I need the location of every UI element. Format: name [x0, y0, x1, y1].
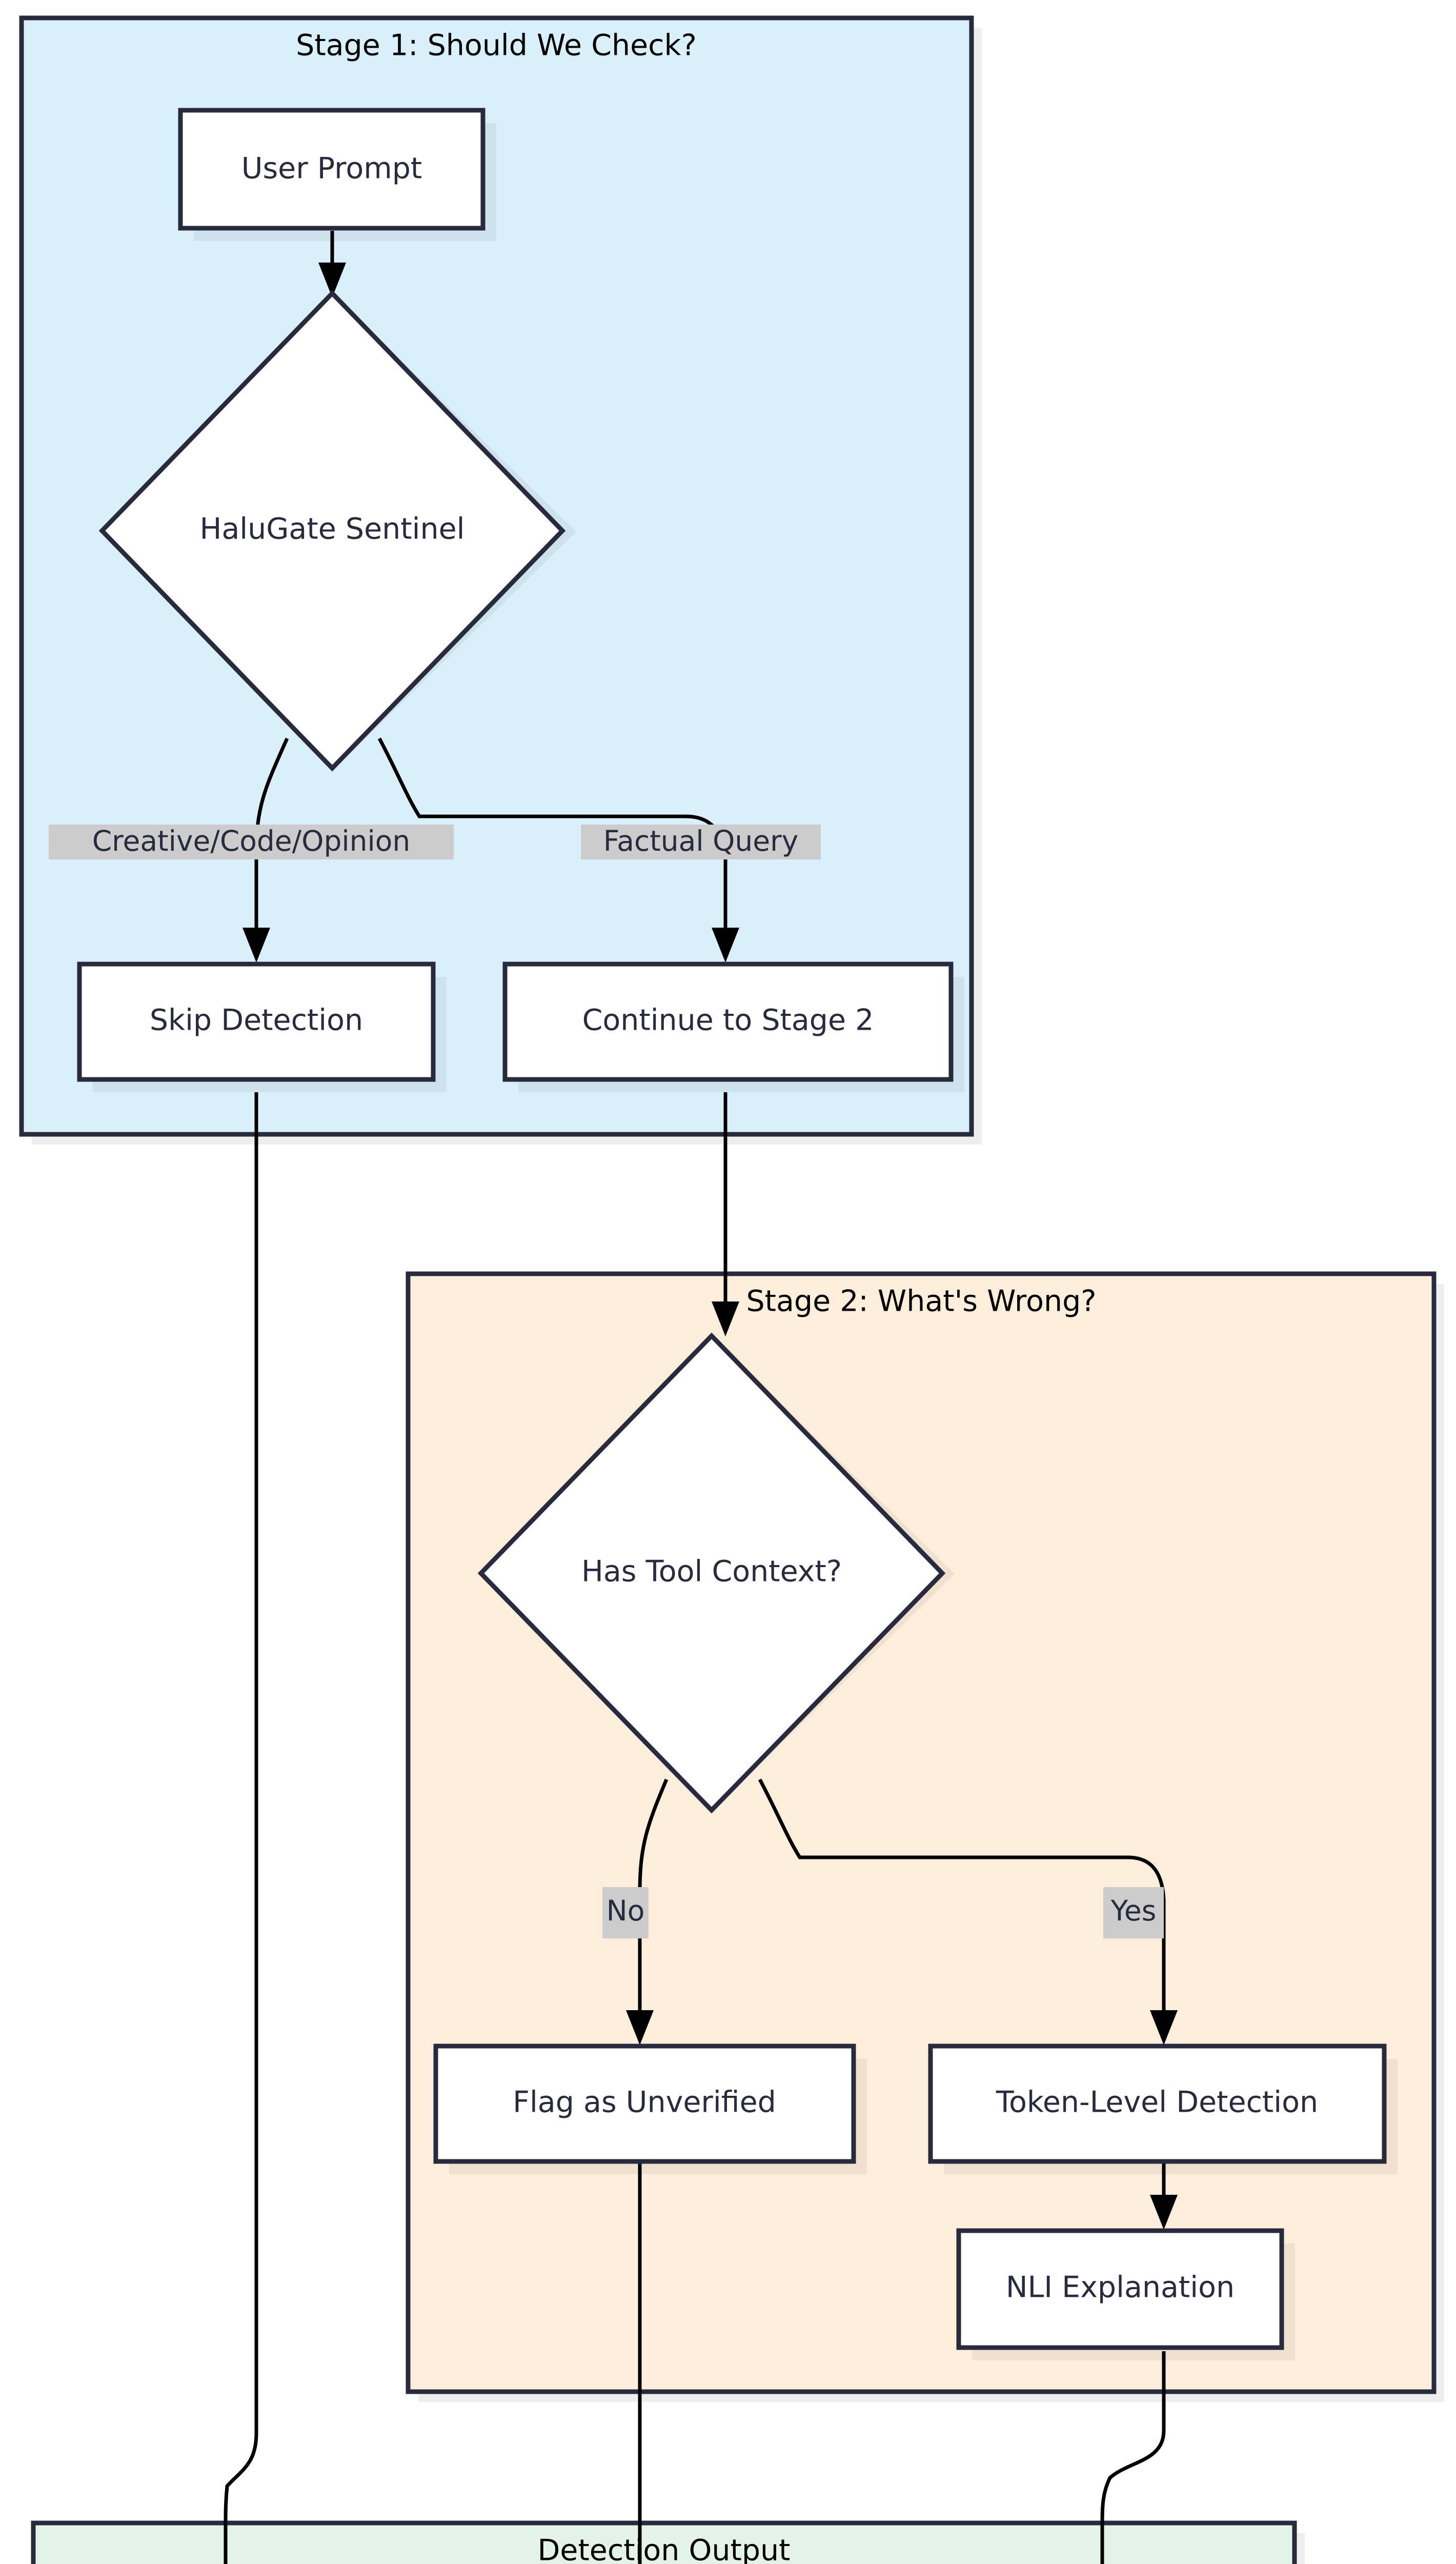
- output-cluster: [31, 2520, 1297, 2564]
- stage2-cluster: [406, 1271, 1437, 2394]
- edge-label-no: No: [602, 1887, 649, 1938]
- node-user-prompt[interactable]: User Prompt: [178, 108, 496, 241]
- node-nli-explanation-label: NLI Explanation: [1006, 2271, 1235, 2305]
- edge-nli-explanation-to-detailed-report: [1100, 2351, 1166, 2564]
- edge-token-detection-to-nli-explanation: [1150, 2163, 1178, 2230]
- edge-skip-detection-to-pass-through: [224, 1092, 258, 2564]
- node-token-level-detection-label: Token-Level Detection: [996, 2086, 1318, 2119]
- edge-label-creative-text: Creative/Code/Opinion: [92, 825, 411, 857]
- node-skip-detection-label: Skip Detection: [150, 1004, 363, 1037]
- node-nli-explanation[interactable]: NLI Explanation: [956, 2228, 1295, 2360]
- node-skip-detection[interactable]: Skip Detection: [77, 962, 447, 1092]
- edge-has-tool-context-to-token-detection: [758, 1778, 1178, 2045]
- edge-has-tool-context-to-flag-unverified: [626, 1778, 669, 2045]
- node-token-level-detection[interactable]: Token-Level Detection: [928, 2044, 1398, 2174]
- output-cluster-title: Detection Output: [537, 2534, 790, 2564]
- node-has-tool-context[interactable]: Has Tool Context?: [477, 1332, 955, 1814]
- node-flag-as-unverified-label: Flag as Unverified: [513, 2086, 776, 2119]
- node-has-tool-context-label: Has Tool Context?: [581, 1555, 842, 1589]
- stage1-cluster-title: Stage 1: Should We Check?: [296, 29, 697, 63]
- edge-label-yes: Yes: [1103, 1887, 1164, 1938]
- edge-label-factual: Factual Query: [581, 825, 821, 859]
- edge-flag-unverified-to-warning-header: [638, 2163, 642, 2564]
- node-continue-to-stage2[interactable]: Continue to Stage 2: [502, 962, 964, 1092]
- node-continue-to-stage2-label: Continue to Stage 2: [582, 1004, 874, 1037]
- node-halugate-sentinel[interactable]: HaluGate Sentinel: [98, 290, 576, 772]
- edge-continue-stage2-to-has-tool-context: [712, 1092, 739, 1336]
- edge-user-prompt-to-halugate: [318, 231, 346, 297]
- edge-label-yes-text: Yes: [1110, 1894, 1157, 1927]
- edge-label-creative: Creative/Code/Opinion: [49, 825, 454, 859]
- stage2-cluster-title: Stage 2: What's Wrong?: [746, 1285, 1096, 1318]
- node-flag-as-unverified[interactable]: Flag as Unverified: [433, 2044, 867, 2174]
- edge-label-factual-text: Factual Query: [603, 825, 799, 857]
- edge-label-no-text: No: [606, 1894, 645, 1927]
- node-user-prompt-label: User Prompt: [241, 152, 422, 186]
- node-halugate-sentinel-label: HaluGate Sentinel: [200, 512, 465, 546]
